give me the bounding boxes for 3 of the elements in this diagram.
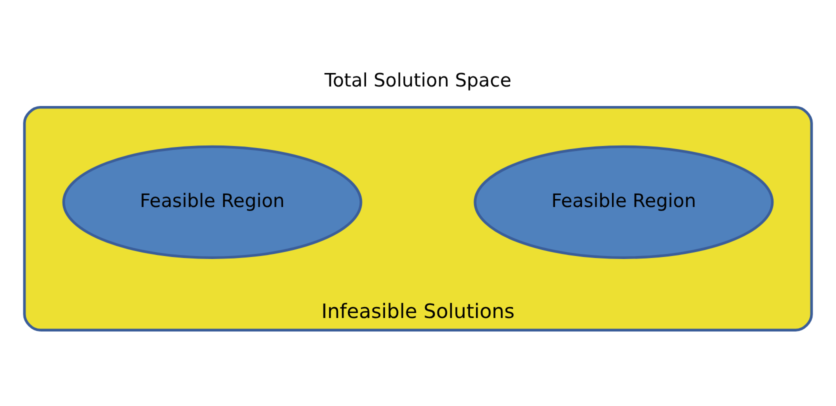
diagram-title: Total Solution Space xyxy=(324,70,512,91)
node-ellipse: Feasible Region xyxy=(62,144,362,258)
node-ellipse: Feasible Region xyxy=(474,144,774,258)
